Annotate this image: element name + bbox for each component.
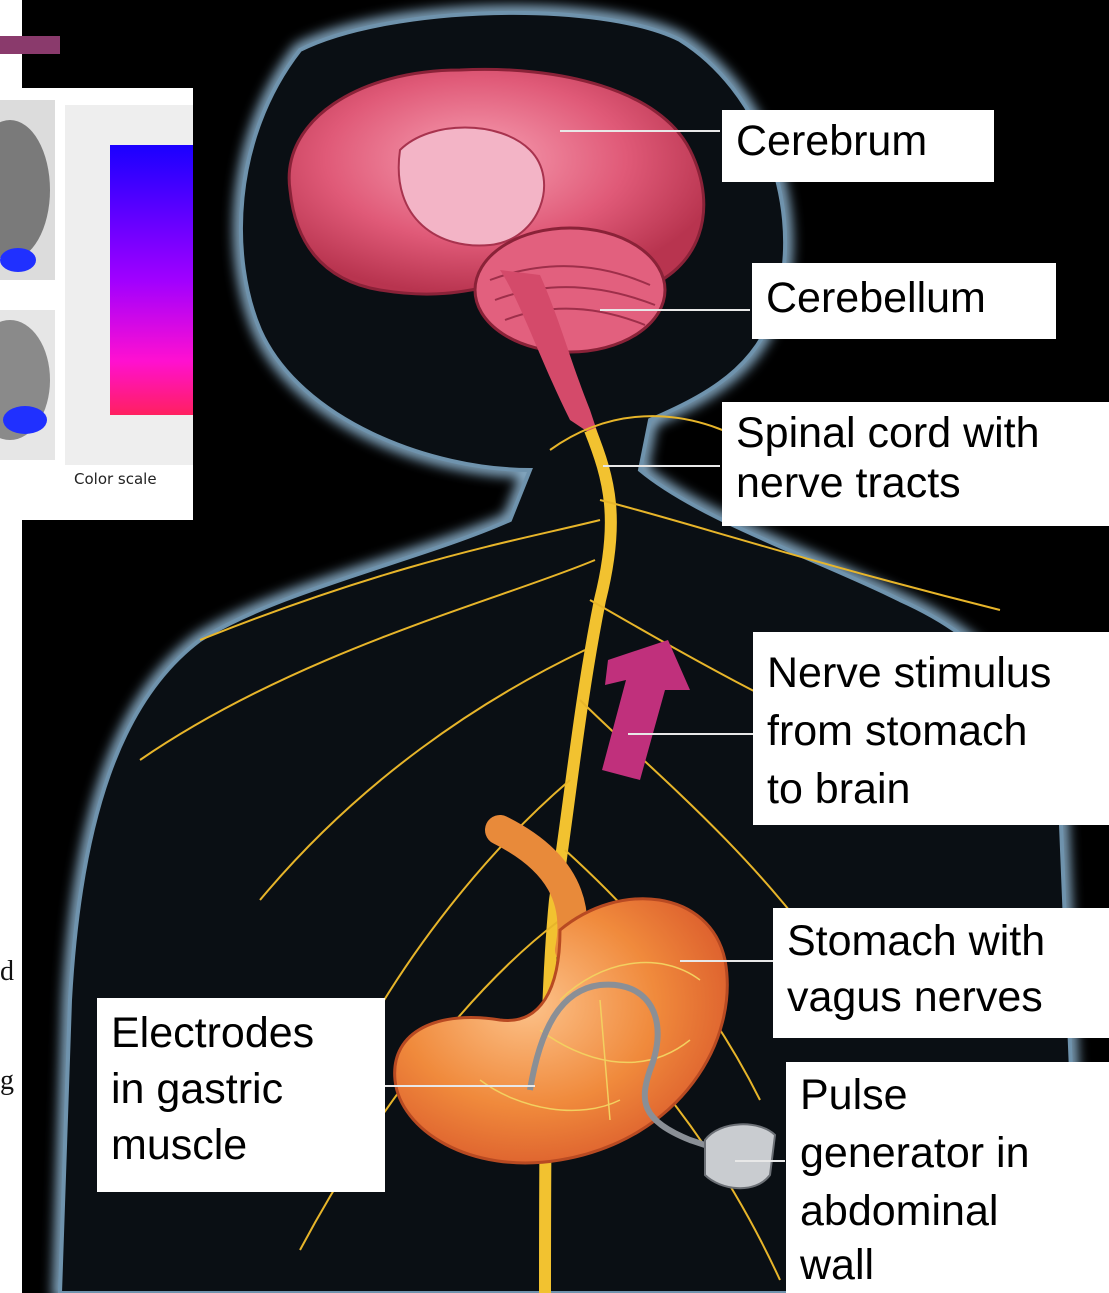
label-pulse-line1: Pulse <box>800 1068 1095 1120</box>
label-pulse-line3: abdominal <box>800 1186 1095 1236</box>
leader-cerebellum <box>600 309 750 311</box>
label-nerve-stimulus: Nerve stimulus from stomach to brain <box>753 632 1109 825</box>
pulse-generator-device <box>705 1124 775 1188</box>
label-nerve-line3: to brain <box>767 764 1095 814</box>
leader-nerve <box>628 733 753 735</box>
color-scale-caption: Color scale <box>74 470 157 488</box>
cerebellum-shape <box>475 228 665 352</box>
leader-spinal <box>603 465 720 467</box>
label-pulse-generator: Pulse generator in abdominal wall <box>786 1062 1109 1293</box>
label-cerebrum-text: Cerebrum <box>736 116 980 166</box>
label-stomach-line1: Stomach with <box>787 914 1095 966</box>
inset-image <box>0 88 193 520</box>
label-electrodes-line2: in gastric <box>111 1064 371 1114</box>
label-stomach-line2: vagus nerves <box>787 972 1095 1022</box>
fragment-g: g <box>0 1065 14 1097</box>
label-electrodes-line1: Electrodes <box>111 1004 371 1058</box>
label-pulse-line2: generator in <box>800 1128 1095 1178</box>
label-cerebellum-text: Cerebellum <box>766 269 1042 323</box>
leader-cerebrum <box>560 130 720 132</box>
accent-bar <box>0 36 60 54</box>
label-cerebrum: Cerebrum <box>722 110 994 182</box>
label-spinal-line1: Spinal cord with <box>736 408 1095 458</box>
label-electrodes-line3: muscle <box>111 1120 371 1170</box>
leader-stomach <box>680 960 775 962</box>
label-stomach: Stomach with vagus nerves <box>773 908 1109 1038</box>
fragment-d: d <box>0 956 14 988</box>
leader-pulse <box>735 1160 785 1162</box>
leader-electrodes <box>385 1085 535 1087</box>
label-spinal-cord: Spinal cord with nerve tracts <box>722 402 1109 526</box>
label-nerve-line1: Nerve stimulus <box>767 638 1095 698</box>
label-nerve-line2: from stomach <box>767 706 1095 756</box>
label-electrodes: Electrodes in gastric muscle <box>97 998 385 1192</box>
label-pulse-line4: wall <box>800 1240 1095 1290</box>
label-spinal-line2: nerve tracts <box>736 458 1095 508</box>
label-cerebellum: Cerebellum <box>752 263 1056 339</box>
